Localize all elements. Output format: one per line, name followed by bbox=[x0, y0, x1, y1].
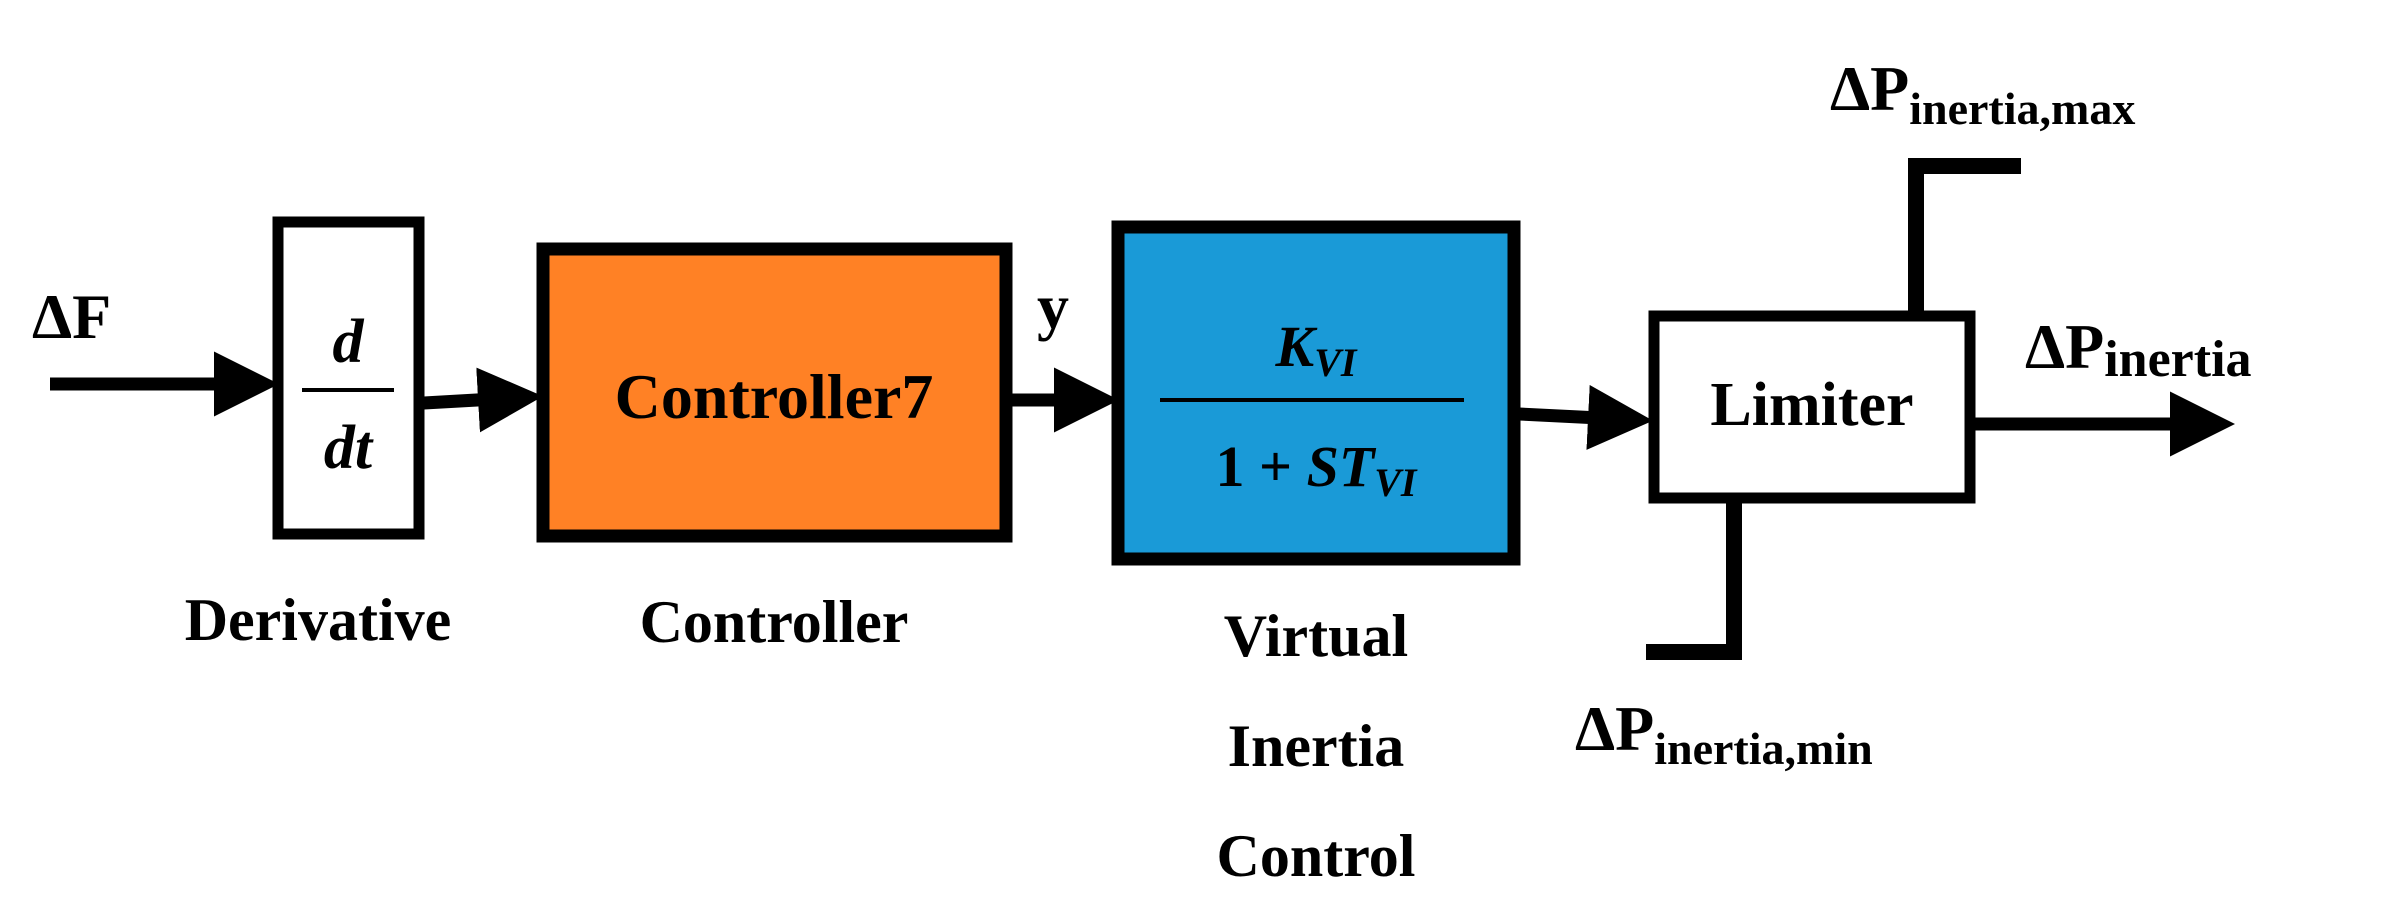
derivative-denominator: dt bbox=[324, 414, 374, 482]
input-signal-label: ΔF bbox=[32, 281, 111, 352]
vi-caption-line-1: Virtual bbox=[1224, 603, 1408, 669]
lower-limit-symbol bbox=[1646, 502, 1742, 660]
derivative-numerator: d bbox=[333, 308, 365, 376]
vi-numerator: KVI bbox=[1275, 314, 1358, 385]
vi-caption-line-3: Control bbox=[1217, 823, 1416, 889]
y-signal-label: y bbox=[1037, 271, 1069, 342]
max-limit-label: ΔPinertia,max bbox=[1830, 53, 2135, 134]
output-signal-label: ΔPinertia bbox=[2025, 311, 2252, 388]
controller-caption: Controller bbox=[640, 589, 909, 655]
arrow-derivative-to-controller bbox=[423, 367, 543, 433]
controller-inner-label: Controller7 bbox=[615, 361, 934, 432]
limiter-inner-label: Limiter bbox=[1710, 371, 1913, 439]
arrow-virtual-inertia-to-limiter bbox=[1518, 384, 1653, 450]
derivative-block bbox=[272, 216, 425, 540]
derivative-caption: Derivative bbox=[185, 587, 452, 653]
limiter-block bbox=[1648, 310, 1976, 504]
upper-limit-symbol bbox=[1908, 158, 2021, 312]
vi-denominator: 1 + STVI bbox=[1216, 434, 1418, 505]
min-limit-label: ΔPinertia,min bbox=[1575, 693, 1873, 774]
vi-caption-line-2: Inertia bbox=[1228, 713, 1405, 779]
controller-block bbox=[536, 242, 1013, 543]
virtual-inertia-block bbox=[1111, 220, 1521, 566]
